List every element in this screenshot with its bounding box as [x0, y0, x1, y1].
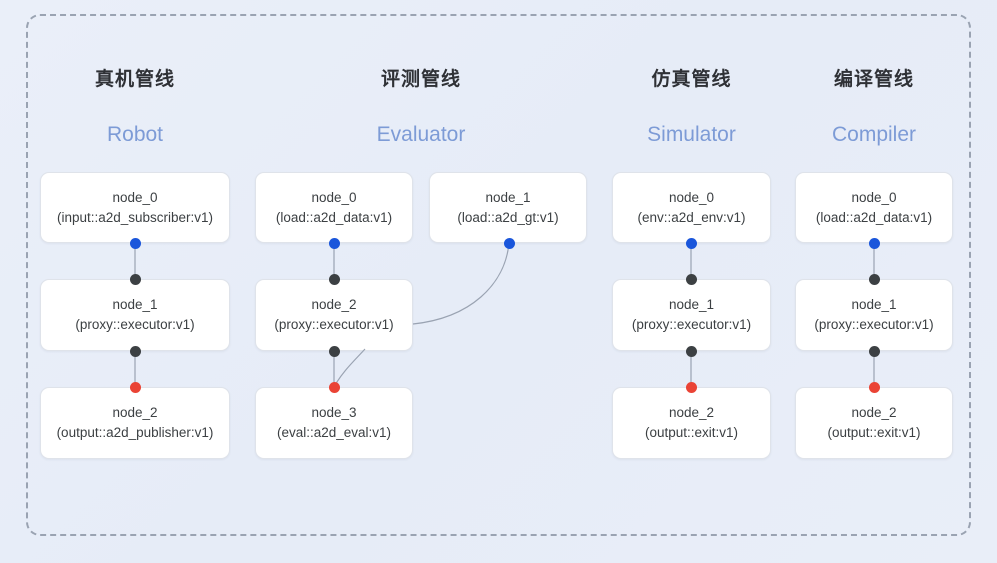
column-title-cn-compiler: 编译管线	[833, 69, 914, 90]
node-evaluator-0[interactable]: node_0 (load::a2d_data:v1)	[255, 172, 413, 243]
node-type: (proxy::executor:v1)	[274, 317, 394, 332]
port-output-simulator-0[interactable]	[685, 237, 697, 249]
column-title-cn-robot: 真机管线	[94, 69, 175, 90]
port-output-evaluator-2[interactable]	[328, 345, 340, 357]
port-terminal-evaluator-3[interactable]	[328, 381, 340, 393]
port-input-robot-1[interactable]	[129, 273, 141, 285]
port-input-evaluator-2[interactable]	[328, 273, 340, 285]
node-robot-2[interactable]: node_2 (output::a2d_publisher:v1)	[40, 387, 230, 459]
port-output-compiler-1[interactable]	[868, 345, 880, 357]
node-simulator-0[interactable]: node_0 (env::a2d_env:v1)	[612, 172, 771, 243]
diagram-frame	[26, 14, 971, 536]
column-title-en-simulator: Simulator	[647, 123, 736, 146]
node-name: node_2	[112, 405, 158, 420]
node-type: (output::exit:v1)	[644, 425, 739, 440]
node-robot-1[interactable]: node_1 (proxy::executor:v1)	[40, 279, 230, 351]
column-title-cn-evaluator: 评测管线	[380, 69, 461, 90]
node-type: (load::a2d_data:v1)	[275, 209, 393, 225]
node-name: node_0	[112, 189, 158, 205]
node-compiler-0[interactable]: node_0 (load::a2d_data:v1)	[795, 172, 953, 243]
node-simulator-2[interactable]: node_2 (output::exit:v1)	[612, 387, 771, 459]
node-compiler-1[interactable]: node_1 (proxy::executor:v1)	[795, 279, 953, 351]
node-name: node_1	[485, 189, 531, 205]
node-name: node_2	[311, 297, 357, 312]
port-output-simulator-1[interactable]	[685, 345, 697, 357]
column-title-cn-simulator: 仿真管线	[651, 69, 732, 90]
node-evaluator-3[interactable]: node_3 (eval::a2d_eval:v1)	[255, 387, 413, 459]
port-terminal-robot-2[interactable]	[129, 381, 141, 393]
port-terminal-simulator-2[interactable]	[685, 381, 697, 393]
node-type: (output::a2d_publisher:v1)	[56, 425, 214, 440]
node-evaluator-gt[interactable]: node_1 (load::a2d_gt:v1)	[429, 172, 587, 243]
port-input-compiler-1[interactable]	[868, 273, 880, 285]
column-title-en-compiler: Compiler	[831, 123, 917, 146]
port-output-evaluator-gt[interactable]	[503, 237, 515, 249]
port-input-simulator-1[interactable]	[685, 273, 697, 285]
node-simulator-1[interactable]: node_1 (proxy::executor:v1)	[612, 279, 771, 351]
node-robot-0[interactable]: node_0 (input::a2d_subscriber:v1)	[40, 172, 230, 243]
node-evaluator-2[interactable]: node_2 (proxy::executor:v1)	[255, 279, 413, 351]
node-name: node_0	[311, 189, 357, 205]
node-type: (output::exit:v1)	[827, 425, 921, 440]
port-output-evaluator-0[interactable]	[328, 237, 340, 249]
node-name: node_3	[311, 405, 357, 420]
node-name: node_0	[668, 189, 715, 205]
node-type: (eval::a2d_eval:v1)	[276, 425, 392, 440]
port-output-compiler-0[interactable]	[868, 237, 880, 249]
node-name: node_2	[668, 405, 715, 420]
node-name: node_1	[112, 297, 158, 312]
node-type: (load::a2d_gt:v1)	[457, 209, 559, 225]
column-title-en-evaluator: Evaluator	[376, 123, 466, 146]
port-terminal-compiler-2[interactable]	[868, 381, 880, 393]
node-name: node_1	[668, 297, 715, 312]
port-output-robot-1[interactable]	[129, 345, 141, 357]
node-type: (env::a2d_env:v1)	[637, 209, 746, 225]
node-type: (load::a2d_data:v1)	[815, 209, 933, 225]
column-title-en-robot: Robot	[106, 123, 164, 146]
node-name: node_1	[851, 297, 897, 312]
node-type: (proxy::executor:v1)	[75, 317, 195, 332]
node-compiler-2[interactable]: node_2 (output::exit:v1)	[795, 387, 953, 459]
node-type: (proxy::executor:v1)	[631, 317, 752, 332]
port-output-robot-0[interactable]	[129, 237, 141, 249]
node-name: node_2	[851, 405, 897, 420]
node-type: (input::a2d_subscriber:v1)	[56, 209, 214, 225]
node-type: (proxy::executor:v1)	[814, 317, 934, 332]
node-name: node_0	[851, 189, 897, 205]
